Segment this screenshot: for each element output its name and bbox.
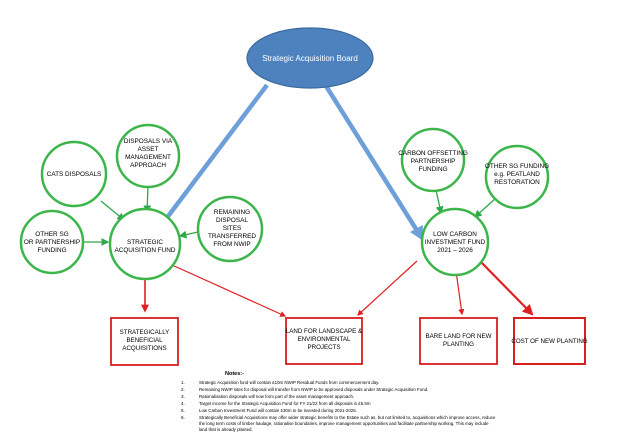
othersg-label-1: OTHER SG: [35, 231, 68, 238]
carbon-label-2: PARTNERSHIP: [411, 158, 456, 165]
carbon-label-3: FUNDING: [418, 166, 447, 173]
notes: Notes:- 1. Strategic Acquisition fund wi…: [181, 371, 496, 432]
board-label: Strategic Acquisition Board: [262, 54, 358, 63]
lowcarbon-label-2: INVESTMENT FUND: [425, 239, 486, 246]
cats-label-1: CATS DISPOSALS: [47, 171, 102, 178]
circle-other-sg-peatland: OTHER SG FUNDING e.g. PEATLAND RESTORATI…: [484, 144, 550, 210]
box-cost-new-planting: COST OF NEW PLANTING: [511, 317, 588, 365]
note-number: 1.: [181, 380, 185, 385]
carbon-to-lowcarbon-arrow: [435, 189, 444, 215]
board-to-strategic-fund-arrow: [164, 83, 269, 221]
note-text: Strategically Beneficial Acquisitions ma…: [199, 415, 496, 420]
fund-to-landscape-arrow: [171, 264, 287, 317]
circle-other-sg-partnership: OTHER SG OR PARTNERSHIP FUNDING: [19, 209, 85, 275]
note-text: Rationalisation disposals will now form …: [199, 394, 354, 399]
note-number: 2.: [181, 387, 185, 392]
remaining-label-3: SITES: [223, 225, 241, 232]
lowcarbon-to-bareland-arrow: [455, 270, 465, 316]
lowcarbon-label-3: 2021 – 2026: [437, 247, 473, 254]
circle-strategic-fund: STRATEGIC ACQUISITION FUND: [108, 207, 182, 281]
carbon-label-1: CARBON OFFSETTING: [398, 150, 468, 157]
board-to-low-carbon-arrow: [324, 84, 418, 231]
remaining-label-2: DISPOSAL: [216, 217, 248, 224]
strategic-fund-label-1: STRATEGIC: [127, 239, 163, 246]
beneficial-label-3: ACQUISITIONS: [122, 345, 166, 352]
circle-disposals-asset: DISPOSALS VIA ASSET MANAGEMENT APPROACH: [115, 123, 181, 189]
circle-low-carbon-fund: LOW CARBON INVESTMENT FUND 2021 – 2026: [420, 207, 490, 277]
board-to-low-carbon-arrowhead: [410, 225, 423, 240]
peatland-label-3: RESTORATION: [494, 179, 540, 186]
circle-remaining-disposal: REMAINING DISPOSAL SITES TRANSFERRED FRO…: [196, 195, 264, 263]
note-number: 3.: [181, 394, 185, 399]
note-number: 4.: [181, 401, 185, 406]
cats-to-fund-arrow: [100, 200, 126, 221]
strategic-acquisition-board: Strategic Acquisition Board: [246, 27, 374, 89]
landscape-label-1: LAND FOR LANDSCAPE &: [286, 328, 363, 335]
circle-cats: CATS DISPOSALS: [40, 140, 108, 208]
bareland-label-1: BARE LAND FOR NEW: [425, 333, 491, 340]
note-text: Strategic Acquisition fund will contain …: [199, 380, 379, 385]
disposals-label-4: APPROACH: [130, 162, 166, 169]
box-land-landscape: LAND FOR LANDSCAPE & ENVIRONMENTAL PROJE…: [285, 317, 363, 365]
landscape-label-2: ENVIRONMENTAL: [298, 336, 351, 343]
note-text: the long term costs of timber haulage, r…: [199, 421, 489, 426]
notes-title: Notes:-: [225, 371, 244, 377]
lowcarbon-to-landscape-arrow: [357, 260, 418, 316]
disposals-label-3: MANAGEMENT: [125, 154, 171, 161]
note-number: 6.: [181, 415, 185, 420]
othersg-label-3: FUNDING: [37, 247, 66, 254]
connectors: [83, 83, 534, 317]
remaining-label-4: TRANSFERRED: [208, 233, 256, 240]
landscape-label-3: PROJECTS: [307, 344, 340, 351]
disposals-label-2: ASSET: [138, 146, 159, 153]
remaining-to-fund-arrow: [178, 230, 199, 239]
box-bare-land: BARE LAND FOR NEW PLANTING: [419, 317, 498, 365]
note-text: land that is already planted.: [199, 427, 253, 432]
peatland-label-2: e.g. PEATLAND: [494, 171, 540, 178]
peatland-to-lowcarbon-arrow: [474, 197, 497, 218]
disposals-label-1: DISPOSALS VIA: [124, 138, 173, 145]
strategic-fund-label-2: ACQUISITION FUND: [114, 247, 175, 254]
note-text: Target income for the Strategic Acquisit…: [199, 401, 371, 406]
beneficial-label-1: STRATEGICALLY: [120, 329, 170, 336]
note-number: 5.: [181, 408, 185, 413]
othersg-label-2: OR PARTNERSHIP: [24, 239, 80, 246]
remaining-label-1: REMAINING: [214, 209, 250, 216]
note-text: Remaining NWIP sites for disposal will t…: [199, 387, 428, 392]
cost-label-1: COST OF NEW PLANTING: [511, 338, 587, 345]
remaining-label-5: FROM NWIP: [213, 241, 250, 248]
note-text: Low Carbon Investment Fund will contain …: [199, 408, 357, 413]
beneficial-label-2: BENEFICIAL: [126, 337, 163, 344]
lowcarbon-to-cost-arrow: [479, 260, 534, 316]
box-strategically-beneficial: STRATEGICALLY BENEFICIAL ACQUISITIONS: [110, 317, 179, 366]
circle-carbon-offsetting: CARBON OFFSETTING PARTNERSHIP FUNDING: [398, 127, 468, 193]
bareland-label-2: PLANTING: [443, 341, 474, 348]
peatland-label-1: OTHER SG FUNDING: [485, 163, 549, 170]
lowcarbon-label-1: LOW CARBON: [433, 231, 477, 238]
